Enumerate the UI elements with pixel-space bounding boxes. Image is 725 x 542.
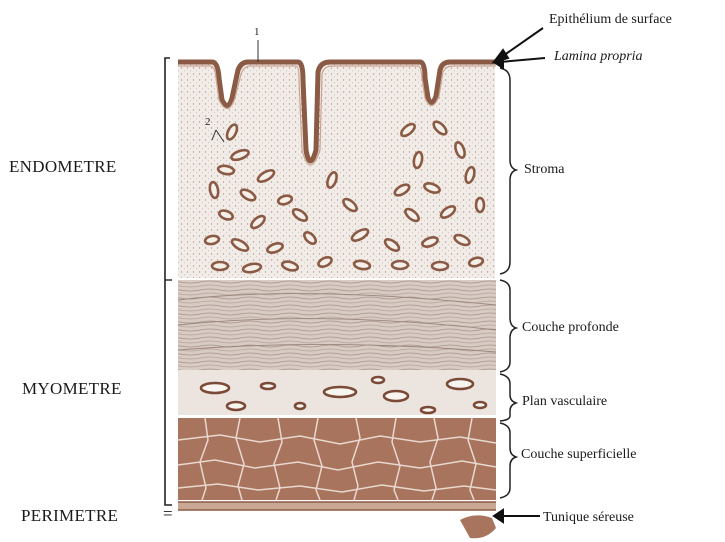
label-endometre: ENDOMETRE [9, 157, 117, 177]
serosa-line [178, 502, 496, 510]
marker-1: 1 [254, 26, 260, 38]
marker-2: 2 [205, 116, 211, 128]
label-couche-superficielle: Couche superficielle [521, 447, 636, 463]
label-stroma: Stroma [524, 162, 564, 178]
label-couche-profonde: Couche profonde [522, 320, 619, 336]
label-epithelium: Epithélium de surface [549, 12, 672, 28]
left-bracket [165, 58, 172, 505]
perimetre-mark: = [163, 504, 173, 524]
label-tunique-sereuse: Tunique séreuse [543, 510, 634, 526]
label-lamina-propria: Lamina propria [554, 49, 643, 65]
tissue-fragment [460, 515, 496, 538]
label-perimetre: PERIMETRE [21, 506, 118, 526]
right-brackets [500, 68, 516, 498]
label-myometre: MYOMETRE [22, 379, 122, 399]
label-plan-vasculaire: Plan vasculaire [522, 394, 607, 410]
